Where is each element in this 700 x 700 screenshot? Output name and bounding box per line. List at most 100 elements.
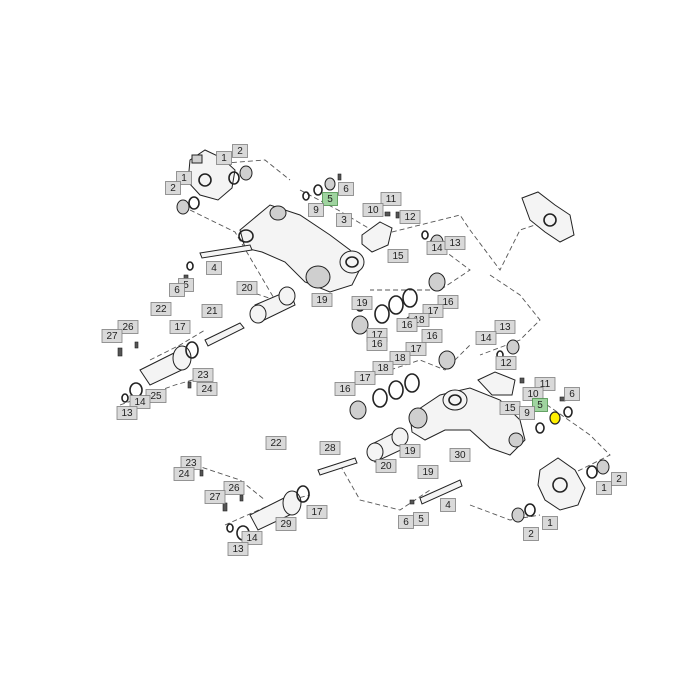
callout-number: 1 [181, 173, 187, 184]
callout-26[interactable]: 26 [117, 320, 139, 334]
callout-2[interactable]: 2 [611, 472, 627, 486]
callout-6[interactable]: 6 [338, 182, 354, 196]
callout-number: 16 [371, 339, 383, 350]
callout-number: 14 [480, 333, 492, 344]
callout-number: 25 [150, 391, 162, 402]
callout-number: 24 [201, 384, 213, 395]
callout-3[interactable]: 3 [336, 213, 352, 227]
callout-19[interactable]: 19 [351, 296, 373, 310]
callout-6[interactable]: 6 [564, 387, 580, 401]
callout-number: 17 [174, 322, 186, 333]
callout-4[interactable]: 4 [206, 261, 222, 275]
callout-27[interactable]: 27 [204, 490, 226, 504]
callout-29[interactable]: 29 [275, 517, 297, 531]
callout-21[interactable]: 21 [201, 304, 223, 318]
callout-18[interactable]: 18 [372, 361, 394, 375]
callout-number: 12 [500, 358, 512, 369]
callout-number: 2 [237, 146, 243, 157]
callout-23[interactable]: 23 [192, 368, 214, 382]
callout-14[interactable]: 14 [241, 531, 263, 545]
callout-19[interactable]: 19 [417, 465, 439, 479]
callout-number: 19 [422, 467, 434, 478]
callout-16[interactable]: 16 [334, 382, 356, 396]
callout-16[interactable]: 16 [396, 318, 418, 332]
callout-27[interactable]: 27 [101, 329, 123, 343]
callout-19[interactable]: 19 [311, 293, 333, 307]
top-small-parts [302, 173, 444, 253]
callout-10[interactable]: 10 [362, 203, 384, 217]
upper-ring-set [351, 272, 446, 335]
callout-12[interactable]: 12 [399, 210, 421, 224]
callout-16[interactable]: 16 [421, 329, 443, 343]
callout-17[interactable]: 17 [306, 505, 328, 519]
callout-number: 22 [155, 304, 167, 315]
callout-number: 15 [392, 251, 404, 262]
callout-13[interactable]: 13 [444, 236, 466, 250]
callout-14[interactable]: 14 [475, 331, 497, 345]
callout-number: 5 [537, 400, 543, 411]
callout-number: 26 [228, 483, 240, 494]
callout-5[interactable]: 5 [413, 512, 429, 526]
callout-30[interactable]: 30 [449, 448, 471, 462]
callout-16[interactable]: 16 [366, 337, 388, 351]
callout-4[interactable]: 4 [440, 498, 456, 512]
callout-24[interactable]: 24 [173, 467, 195, 481]
callout-number: 15 [504, 403, 516, 414]
callout-number: 1 [221, 153, 227, 164]
callout-20[interactable]: 20 [375, 459, 397, 473]
callout-17[interactable]: 17 [405, 342, 427, 356]
callout-2[interactable]: 2 [523, 527, 539, 541]
callout-5[interactable]: 5 [532, 398, 548, 412]
callout-number: 12 [404, 212, 416, 223]
callout-9[interactable]: 9 [519, 406, 535, 420]
callout-1[interactable]: 1 [596, 481, 612, 495]
callout-9[interactable]: 9 [308, 203, 324, 217]
callout-20[interactable]: 20 [236, 281, 258, 295]
callout-5[interactable]: 5 [322, 192, 338, 206]
callout-19[interactable]: 19 [399, 444, 421, 458]
callout-18[interactable]: 18 [389, 351, 411, 365]
callout-number: 10 [527, 389, 539, 400]
callout-number: 16 [401, 320, 413, 331]
callout-number: 23 [197, 370, 209, 381]
middle-ring-set [349, 350, 456, 420]
callout-11[interactable]: 11 [380, 192, 402, 206]
callout-1[interactable]: 1 [216, 151, 232, 165]
callout-2[interactable]: 2 [232, 144, 248, 158]
callout-number: 20 [380, 461, 392, 472]
callout-10[interactable]: 10 [522, 387, 544, 401]
callout-22[interactable]: 22 [150, 302, 172, 316]
callout-number: 16 [442, 297, 454, 308]
callout-number: 17 [427, 306, 439, 317]
callout-17[interactable]: 17 [169, 320, 191, 334]
callout-28[interactable]: 28 [319, 441, 341, 455]
callout-15[interactable]: 15 [387, 249, 409, 263]
callout-6[interactable]: 6 [169, 283, 185, 297]
callout-number: 2 [528, 529, 534, 540]
callout-2[interactable]: 2 [165, 181, 181, 195]
callout-26[interactable]: 26 [223, 481, 245, 495]
callout-number: 19 [316, 295, 328, 306]
callout-17[interactable]: 17 [354, 371, 376, 385]
callout-1[interactable]: 1 [542, 516, 558, 530]
callout-number: 14 [246, 533, 258, 544]
callout-number: 6 [403, 517, 409, 528]
callout-15[interactable]: 15 [499, 401, 521, 415]
callout-24[interactable]: 24 [196, 382, 218, 396]
callout-number: 11 [540, 379, 551, 390]
callout-14[interactable]: 14 [426, 241, 448, 255]
callout-number: 18 [377, 363, 389, 374]
callout-13[interactable]: 13 [494, 320, 516, 334]
callout-14[interactable]: 14 [129, 395, 151, 409]
upper-pin-shaft [183, 244, 253, 280]
callout-6[interactable]: 6 [398, 515, 414, 529]
highlighted-washer[interactable] [549, 411, 561, 425]
callout-number: 4 [211, 263, 217, 274]
callout-13[interactable]: 13 [116, 406, 138, 420]
callout-12[interactable]: 12 [495, 356, 517, 370]
callout-13[interactable]: 13 [227, 542, 249, 556]
callout-22[interactable]: 22 [265, 436, 287, 450]
lower-bushing [366, 427, 409, 463]
callout-number: 29 [280, 519, 292, 530]
